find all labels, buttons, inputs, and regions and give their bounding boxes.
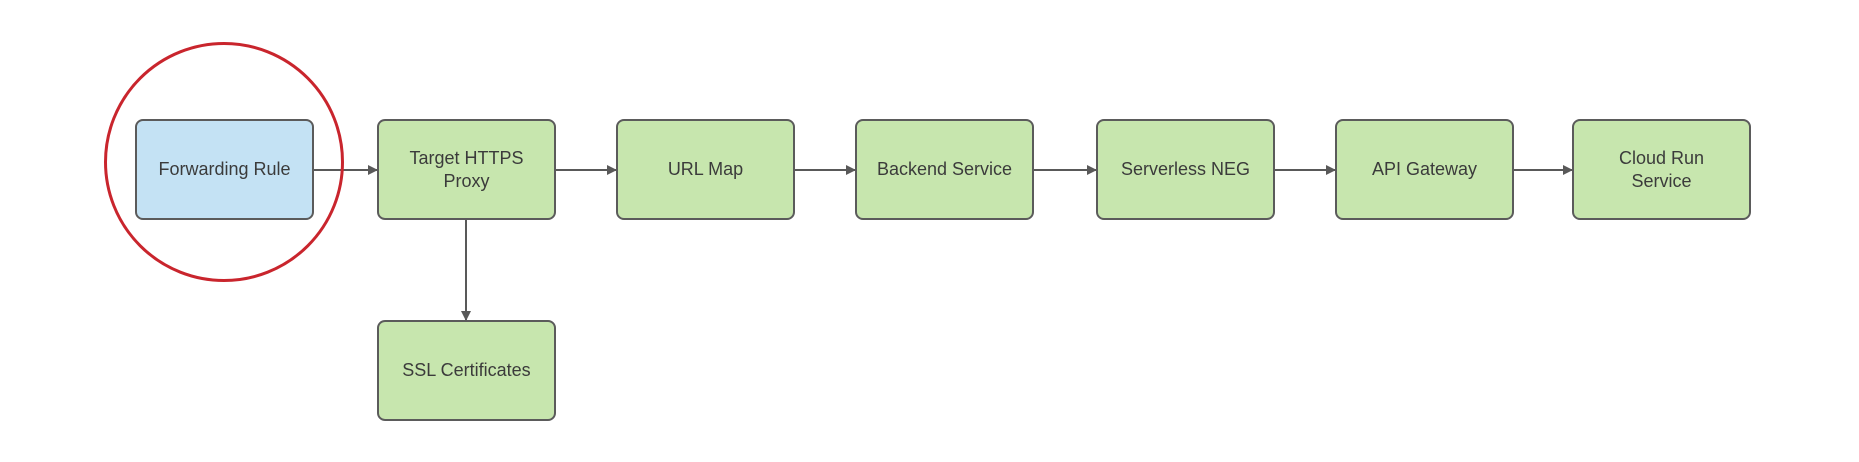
node-target-https-proxy: Target HTTPS Proxy	[377, 119, 556, 220]
node-api-gateway-label: API Gateway	[1371, 159, 1478, 179]
node-url-map-label: URL Map	[667, 159, 744, 179]
node-url-map: URL Map	[616, 119, 795, 220]
node-api-gateway: API Gateway	[1335, 119, 1514, 220]
node-target-https-proxy-label: Target HTTPS Proxy	[409, 147, 524, 191]
arrow-backend-service-to-serverless-neg	[1034, 165, 1097, 175]
arrow-url-map-to-backend-service	[795, 165, 856, 175]
arrow-serverless-neg-to-api-gateway	[1275, 165, 1336, 175]
node-forwarding-rule: Forwarding Rule	[135, 119, 314, 220]
arrow-forwarding-rule-to-target-https-proxy	[314, 165, 378, 175]
arrow-target-https-proxy-to-ssl-certificates	[461, 220, 471, 321]
node-serverless-neg-label: Serverless NEG	[1120, 159, 1251, 179]
node-cloud-run-service: Cloud Run Service	[1572, 119, 1751, 220]
node-backend-service: Backend Service	[855, 119, 1034, 220]
node-ssl-certificates-label: SSL Certificates	[402, 360, 531, 380]
node-ssl-certificates: SSL Certificates	[377, 320, 556, 421]
node-cloud-run-service-label: Cloud Run Service	[1618, 147, 1705, 191]
arrow-target-https-proxy-to-url-map	[556, 165, 617, 175]
node-backend-service-label: Backend Service	[876, 159, 1013, 179]
node-serverless-neg: Serverless NEG	[1096, 119, 1275, 220]
node-forwarding-rule-label: Forwarding Rule	[158, 159, 291, 179]
arrow-api-gateway-to-cloud-run-service	[1514, 165, 1573, 175]
